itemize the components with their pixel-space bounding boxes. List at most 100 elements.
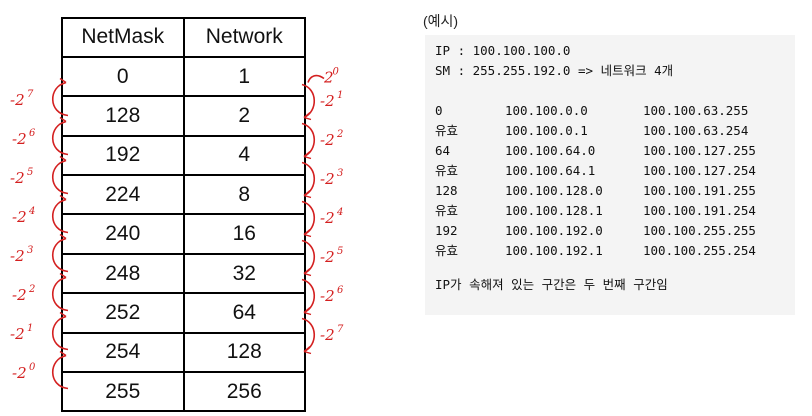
table-row: 224 8 bbox=[63, 174, 304, 216]
svg-text:1: 1 bbox=[27, 323, 33, 334]
svg-text:-2: -2 bbox=[12, 364, 27, 382]
svg-text:-2: -2 bbox=[320, 131, 335, 149]
netmask-cell: 252 bbox=[63, 292, 185, 334]
network-cell: 8 bbox=[182, 174, 304, 216]
subnet-range-row: 64 100.100.64.0 100.100.127.255 bbox=[435, 141, 785, 161]
example-code-box: IP : 100.100.100.0 SM : 255.255.192.0 =>… bbox=[425, 35, 795, 315]
svg-text:-2: -2 bbox=[12, 208, 27, 226]
svg-text:4: 4 bbox=[28, 206, 35, 217]
svg-text:6: 6 bbox=[337, 285, 344, 296]
network-cell: 64 bbox=[182, 292, 304, 334]
range-label: 128 bbox=[435, 183, 458, 198]
svg-text:7: 7 bbox=[337, 324, 344, 335]
range-label: 192 bbox=[435, 223, 458, 238]
svg-text:1: 1 bbox=[337, 90, 343, 101]
svg-text:2: 2 bbox=[336, 129, 343, 140]
range-end: 100.100.127.254 bbox=[643, 163, 756, 178]
subnet-range-row: 128 100.100.128.0 100.100.191.255 bbox=[435, 181, 785, 201]
range-end: 100.100.191.255 bbox=[643, 183, 756, 198]
svg-text:6: 6 bbox=[29, 128, 36, 139]
svg-text:-2: -2 bbox=[320, 326, 335, 344]
netmask-cell: 254 bbox=[63, 331, 185, 374]
table-row: 255 256 bbox=[63, 371, 304, 410]
svg-text:-2: -2 bbox=[320, 92, 335, 110]
range-end: 100.100.127.255 bbox=[643, 143, 756, 158]
range-start: 100.100.64.1 bbox=[505, 163, 596, 178]
range-label: 유효 bbox=[435, 203, 459, 218]
conclusion-note: IP가 속해져 있는 구간은 두 번째 구간임 bbox=[435, 277, 668, 292]
right-power-label: 20 bbox=[323, 67, 340, 87]
range-start: 100.100.192.1 bbox=[505, 243, 603, 258]
network-cell: 2 bbox=[182, 95, 304, 137]
subnet-range-row: 192 100.100.192.0 100.100.255.255 bbox=[435, 221, 785, 241]
network-cell: 16 bbox=[182, 213, 304, 255]
svg-text:-2: -2 bbox=[10, 91, 25, 109]
range-start: 100.100.0.0 bbox=[505, 103, 588, 118]
svg-text:-2: -2 bbox=[10, 247, 25, 265]
range-start: 100.100.128.0 bbox=[505, 183, 603, 198]
right-first-arrow bbox=[307, 74, 325, 83]
header-network: Network bbox=[182, 19, 304, 58]
header-netmask: NetMask bbox=[63, 19, 185, 58]
netmask-cell: 0 bbox=[63, 55, 185, 98]
range-end: 100.100.255.255 bbox=[643, 223, 756, 238]
table-row: 248 32 bbox=[63, 252, 304, 295]
range-start: 100.100.0.1 bbox=[505, 123, 588, 138]
svg-text:5: 5 bbox=[337, 246, 343, 257]
svg-text:3: 3 bbox=[337, 168, 343, 179]
svg-text:-2: -2 bbox=[320, 287, 335, 305]
range-label: 64 bbox=[435, 143, 451, 158]
subnet-range-row: 유효 100.100.192.1 100.100.255.254 bbox=[435, 241, 785, 261]
example-caption: (예시) bbox=[423, 13, 459, 29]
network-cell: 4 bbox=[182, 134, 304, 177]
svg-text:7: 7 bbox=[27, 89, 34, 100]
svg-text:4: 4 bbox=[336, 207, 343, 218]
range-label: 유효 bbox=[435, 243, 459, 258]
netmask-cell: 128 bbox=[63, 95, 185, 137]
svg-text:-2: -2 bbox=[10, 169, 25, 187]
netmask-cell: 248 bbox=[63, 252, 185, 295]
svg-text:-2: -2 bbox=[12, 286, 27, 304]
network-cell: 1 bbox=[182, 55, 304, 98]
subnet-range-list: 0 100.100.0.0 100.100.63.255 유효 100.100.0.1 1… bbox=[435, 101, 785, 261]
svg-text:3: 3 bbox=[27, 245, 33, 256]
range-end: 100.100.63.255 bbox=[643, 103, 749, 118]
range-end: 100.100.255.254 bbox=[643, 243, 756, 258]
table-row: 240 16 bbox=[63, 213, 304, 255]
range-label: 유효 bbox=[435, 123, 459, 138]
svg-text:2: 2 bbox=[28, 284, 35, 295]
subnet-range-row: 0 100.100.0.0 100.100.63.255 bbox=[435, 101, 785, 121]
table-row: 192 4 bbox=[63, 134, 304, 177]
svg-text:-2: -2 bbox=[12, 130, 27, 148]
blank-line bbox=[435, 81, 785, 101]
netmask-cell: 240 bbox=[63, 213, 185, 255]
table-row: 128 2 bbox=[63, 95, 304, 137]
svg-text:0: 0 bbox=[333, 67, 340, 78]
table-row: 254 128 bbox=[63, 331, 304, 374]
range-start: 100.100.64.0 bbox=[505, 143, 596, 158]
svg-text:0: 0 bbox=[29, 362, 36, 373]
table-row: 252 64 bbox=[63, 292, 304, 334]
svg-text:-2: -2 bbox=[10, 325, 25, 343]
range-start: 100.100.192.0 bbox=[505, 223, 603, 238]
ip-line: IP : 100.100.100.0 bbox=[435, 43, 571, 58]
netmask-network-table: NetMask Network 0 1 128 2 192 4 224 8 24… bbox=[61, 17, 306, 412]
range-label: 0 bbox=[435, 103, 443, 118]
svg-text:2: 2 bbox=[323, 69, 334, 87]
range-end: 100.100.191.254 bbox=[643, 203, 756, 218]
svg-text:5: 5 bbox=[27, 167, 33, 178]
svg-text:-2: -2 bbox=[320, 209, 335, 227]
